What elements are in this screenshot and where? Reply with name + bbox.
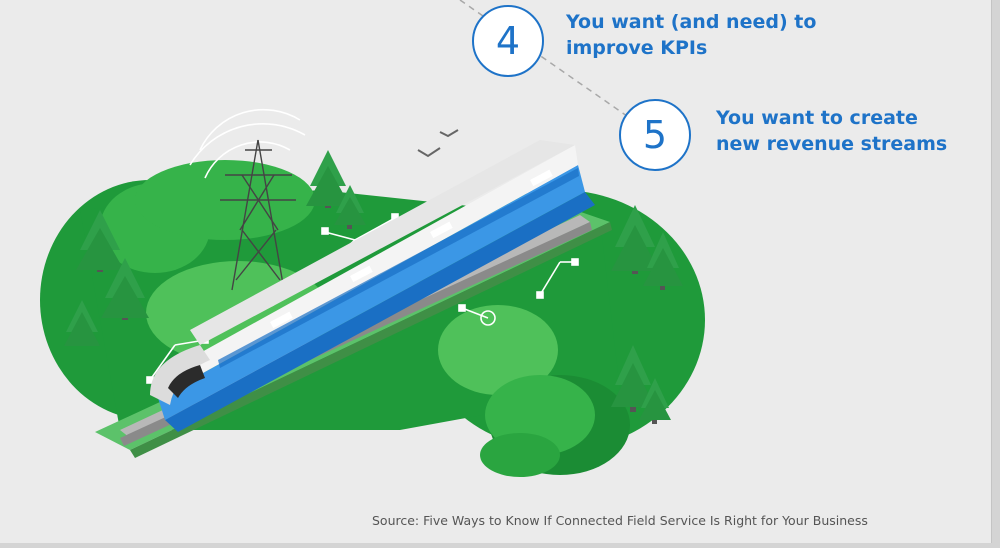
step-4-text: You want (and need) to improve KPIs [566,9,816,61]
step-4-text-line2: improve KPIs [566,37,708,59]
frame-right-edge [991,0,1000,548]
power-pylon [189,108,306,291]
step-5-text-line1: You want to create [716,107,918,129]
step-4-text-line1: You want (and need) to [566,11,817,33]
train [150,140,595,432]
step-5-number: 5 [642,113,668,157]
frame-bottom-edge [0,543,1000,548]
step-4-number: 4 [495,19,521,63]
step-4-circle: 4 [472,5,544,77]
source-caption: Source: Five Ways to Know If Connected F… [372,513,868,528]
step-5-text: You want to create new revenue streams [716,105,947,157]
birds [417,129,459,158]
trees [64,150,683,424]
step-5-circle: 5 [619,99,691,171]
step-5-text-line2: new revenue streams [716,133,948,155]
